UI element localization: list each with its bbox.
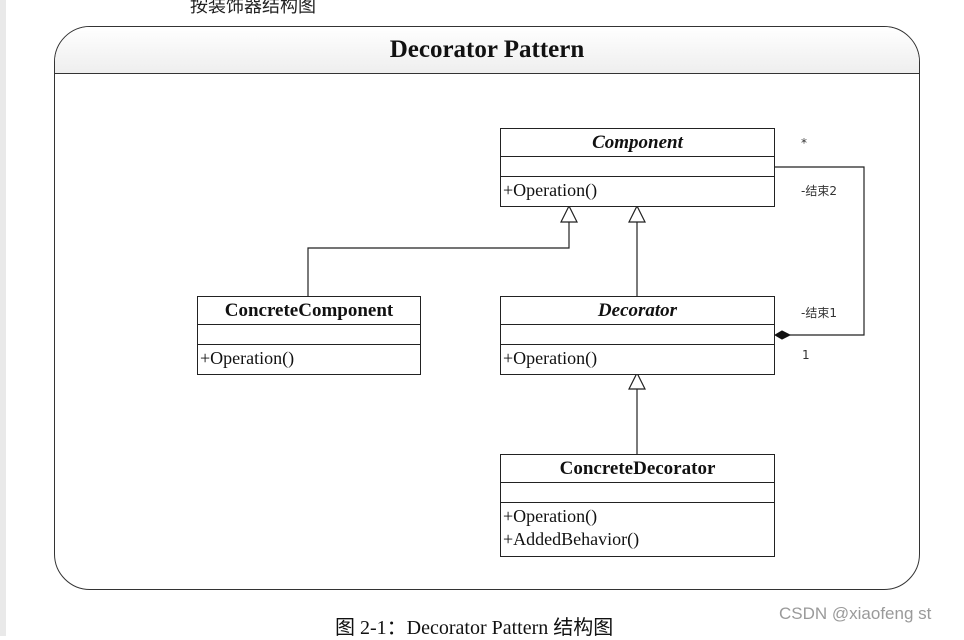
figure-caption: 图 2-1：Decorator Pattern 结构图	[335, 617, 614, 639]
class-operations: +Operation()	[501, 345, 774, 372]
class-decorator: Decorator +Operation()	[500, 296, 775, 375]
class-name: Component	[501, 129, 774, 157]
aggregation-line	[775, 166, 865, 336]
association-end1-multiplicity: 1	[802, 348, 810, 362]
operation: +AddedBehavior()	[503, 529, 640, 549]
operation: +Operation()	[503, 348, 598, 368]
class-operations: +Operation()	[501, 177, 774, 204]
top-cut-text: 按装饰器结构图	[190, 0, 316, 16]
class-attributes	[501, 483, 774, 503]
generalization-arrowhead-component-left	[560, 204, 578, 223]
class-operations: +Operation() +AddedBehavior()	[501, 503, 774, 553]
generalization-arrowhead-component-right	[628, 204, 646, 223]
class-concretecomponent: ConcreteComponent +Operation()	[197, 296, 421, 375]
operation: +Operation()	[200, 348, 295, 368]
operation: +Operation()	[503, 180, 598, 200]
class-name: ConcreteDecorator	[501, 455, 774, 483]
generalization-arrowhead-decorator	[628, 371, 646, 390]
class-attributes	[501, 325, 774, 345]
operation: +Operation()	[503, 506, 598, 526]
association-end1-label: -结束1	[801, 306, 837, 320]
csdn-watermark: CSDN @xiaofeng st	[779, 604, 932, 623]
class-name: ConcreteComponent	[198, 297, 420, 325]
left-margin-strip	[0, 0, 6, 636]
class-concretedecorator: ConcreteDecorator +Operation() +AddedBeh…	[500, 454, 775, 557]
generalization-line-concretecomponent	[307, 222, 570, 296]
class-attributes	[198, 325, 420, 345]
diagram-title: Decorator Pattern	[55, 27, 919, 74]
class-operations: +Operation()	[198, 345, 420, 372]
class-name: Decorator	[501, 297, 774, 325]
aggregation-diamond	[773, 330, 792, 340]
association-end2-label: -结束2	[801, 184, 837, 198]
class-attributes	[501, 157, 774, 177]
class-component: Component +Operation()	[500, 128, 775, 207]
association-end2-multiplicity: *	[801, 136, 807, 150]
